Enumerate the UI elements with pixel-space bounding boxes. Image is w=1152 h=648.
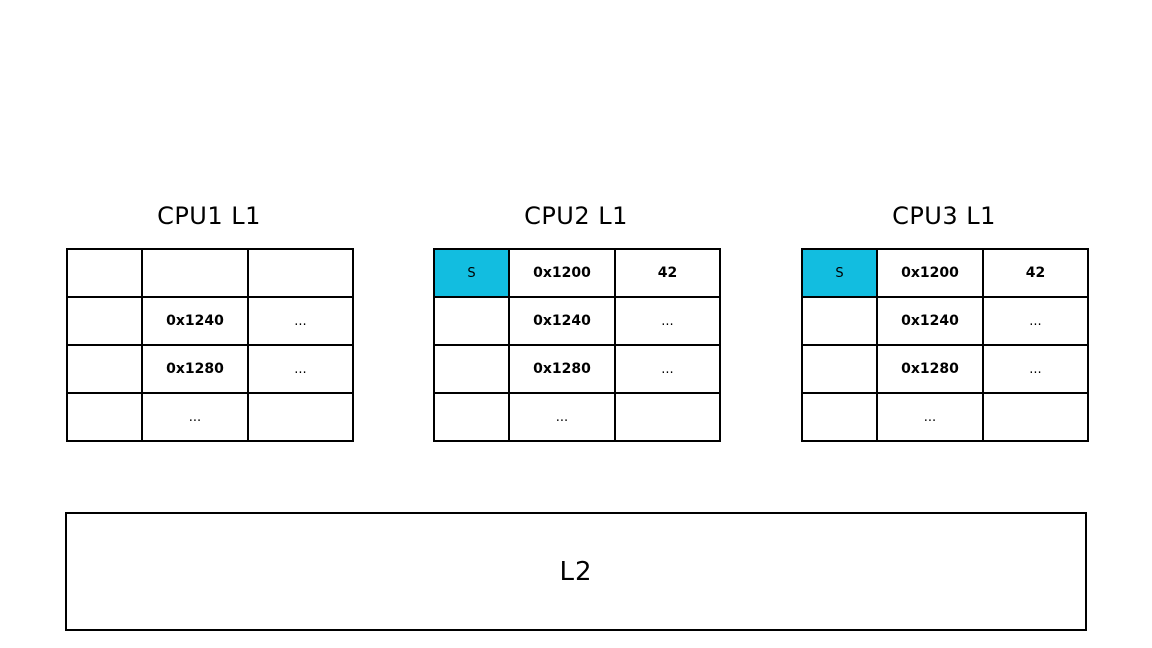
state-cell bbox=[433, 392, 510, 442]
cache-line: S 0x1200 42 bbox=[433, 248, 721, 298]
cache-line: 0x1280 ... bbox=[66, 344, 354, 394]
cache-lines-table: 0x1240 ... 0x1280 ... ... bbox=[66, 248, 354, 442]
cache-line: ... bbox=[801, 392, 1089, 442]
cache-line bbox=[66, 248, 354, 298]
data-cell bbox=[247, 248, 354, 298]
data-cell bbox=[247, 392, 354, 442]
data-cell: ... bbox=[614, 296, 721, 346]
data-cell: ... bbox=[247, 296, 354, 346]
cache-title: CPU3 L1 bbox=[892, 202, 996, 230]
state-cell bbox=[66, 248, 143, 298]
l2-label: L2 bbox=[559, 556, 593, 587]
state-cell bbox=[801, 296, 878, 346]
data-cell: ... bbox=[614, 344, 721, 394]
cache-lines-table: S 0x1200 42 0x1240 ... 0x1280 ... ... bbox=[433, 248, 721, 442]
cache-lines-table: S 0x1200 42 0x1240 ... 0x1280 ... ... bbox=[801, 248, 1089, 442]
tag-cell: 0x1240 bbox=[508, 296, 616, 346]
cache-line: 0x1240 ... bbox=[801, 296, 1089, 346]
l2-cache: L2 bbox=[65, 512, 1087, 631]
tag-cell: 0x1200 bbox=[508, 248, 616, 298]
tag-cell: 0x1280 bbox=[508, 344, 616, 394]
tag-cell: ... bbox=[508, 392, 616, 442]
cache-line: ... bbox=[433, 392, 721, 442]
tag-cell: 0x1200 bbox=[876, 248, 984, 298]
cpu1-l1-cache: CPU1 L1 0x1240 ... 0x1280 ... ... bbox=[66, 198, 354, 442]
data-cell: ... bbox=[982, 344, 1089, 394]
tag-cell bbox=[141, 248, 249, 298]
tag-cell: ... bbox=[141, 392, 249, 442]
cache-line: 0x1280 ... bbox=[801, 344, 1089, 394]
cache-title: CPU2 L1 bbox=[524, 202, 628, 230]
state-cell bbox=[433, 296, 510, 346]
data-cell bbox=[614, 392, 721, 442]
shared-state-cell: S bbox=[433, 248, 510, 298]
state-cell bbox=[433, 344, 510, 394]
tag-cell: 0x1280 bbox=[141, 344, 249, 394]
cache-line: S 0x1200 42 bbox=[801, 248, 1089, 298]
data-cell: ... bbox=[247, 344, 354, 394]
state-cell bbox=[66, 296, 143, 346]
tag-cell: 0x1240 bbox=[876, 296, 984, 346]
cache-line: ... bbox=[66, 392, 354, 442]
tag-cell: 0x1280 bbox=[876, 344, 984, 394]
data-cell: 42 bbox=[614, 248, 721, 298]
cpu2-l1-cache: CPU2 L1 S 0x1200 42 0x1240 ... 0x1280 ..… bbox=[433, 198, 721, 442]
cache-line: 0x1240 ... bbox=[66, 296, 354, 346]
data-cell: ... bbox=[982, 296, 1089, 346]
cache-title: CPU1 L1 bbox=[157, 202, 261, 230]
tag-cell: 0x1240 bbox=[141, 296, 249, 346]
shared-state-cell: S bbox=[801, 248, 878, 298]
state-cell bbox=[66, 392, 143, 442]
state-cell bbox=[66, 344, 143, 394]
tag-cell: ... bbox=[876, 392, 984, 442]
state-cell bbox=[801, 392, 878, 442]
cache-line: 0x1280 ... bbox=[433, 344, 721, 394]
cache-line: 0x1240 ... bbox=[433, 296, 721, 346]
data-cell bbox=[982, 392, 1089, 442]
data-cell: 42 bbox=[982, 248, 1089, 298]
cpu3-l1-cache: CPU3 L1 S 0x1200 42 0x1240 ... 0x1280 ..… bbox=[801, 198, 1089, 442]
state-cell bbox=[801, 344, 878, 394]
